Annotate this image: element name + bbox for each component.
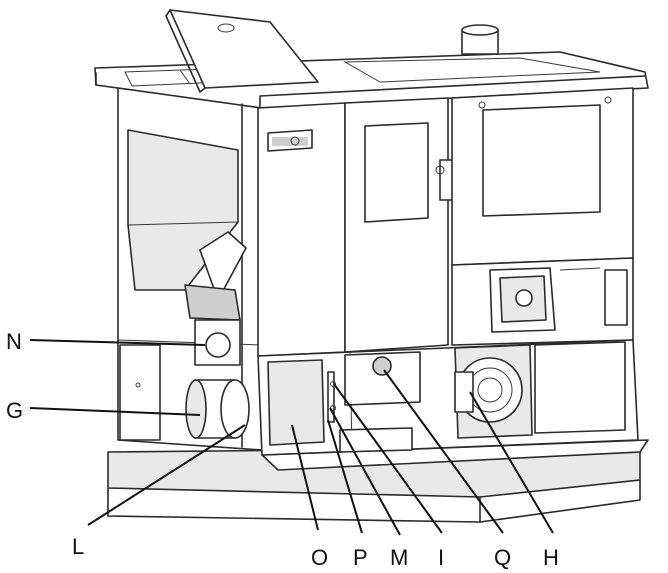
leader-l bbox=[87, 424, 246, 526]
label-g: G bbox=[6, 398, 23, 423]
ash-door bbox=[451, 257, 634, 346]
lower-compartment bbox=[257, 339, 639, 456]
label-l: L bbox=[72, 534, 84, 559]
leader-p bbox=[327, 419, 363, 534]
flue-pipe bbox=[461, 24, 499, 55]
label-q: Q bbox=[494, 545, 511, 570]
base-plinth bbox=[107, 439, 649, 523]
label-n: N bbox=[6, 329, 22, 354]
hopper-lid bbox=[165, 9, 319, 93]
label-i: I bbox=[438, 545, 444, 570]
front-left-panel bbox=[257, 102, 346, 357]
leader-q bbox=[383, 369, 504, 534]
leader-lines bbox=[29, 339, 554, 536]
label-o: O bbox=[311, 545, 328, 570]
leader-i bbox=[333, 383, 443, 534]
leader-n bbox=[29, 339, 206, 346]
label-p: P bbox=[353, 545, 368, 570]
callout-labels: N G L O P M I Q H bbox=[6, 329, 559, 570]
auger-assembly bbox=[184, 231, 247, 366]
middle-door bbox=[344, 97, 456, 353]
ignition-fan bbox=[185, 379, 250, 439]
label-h: H bbox=[543, 545, 559, 570]
leader-m bbox=[329, 407, 401, 536]
label-m: M bbox=[390, 545, 408, 570]
leader-g bbox=[29, 407, 201, 416]
leader-h bbox=[469, 391, 554, 534]
leader-o bbox=[291, 424, 319, 531]
oven-door bbox=[451, 87, 634, 266]
